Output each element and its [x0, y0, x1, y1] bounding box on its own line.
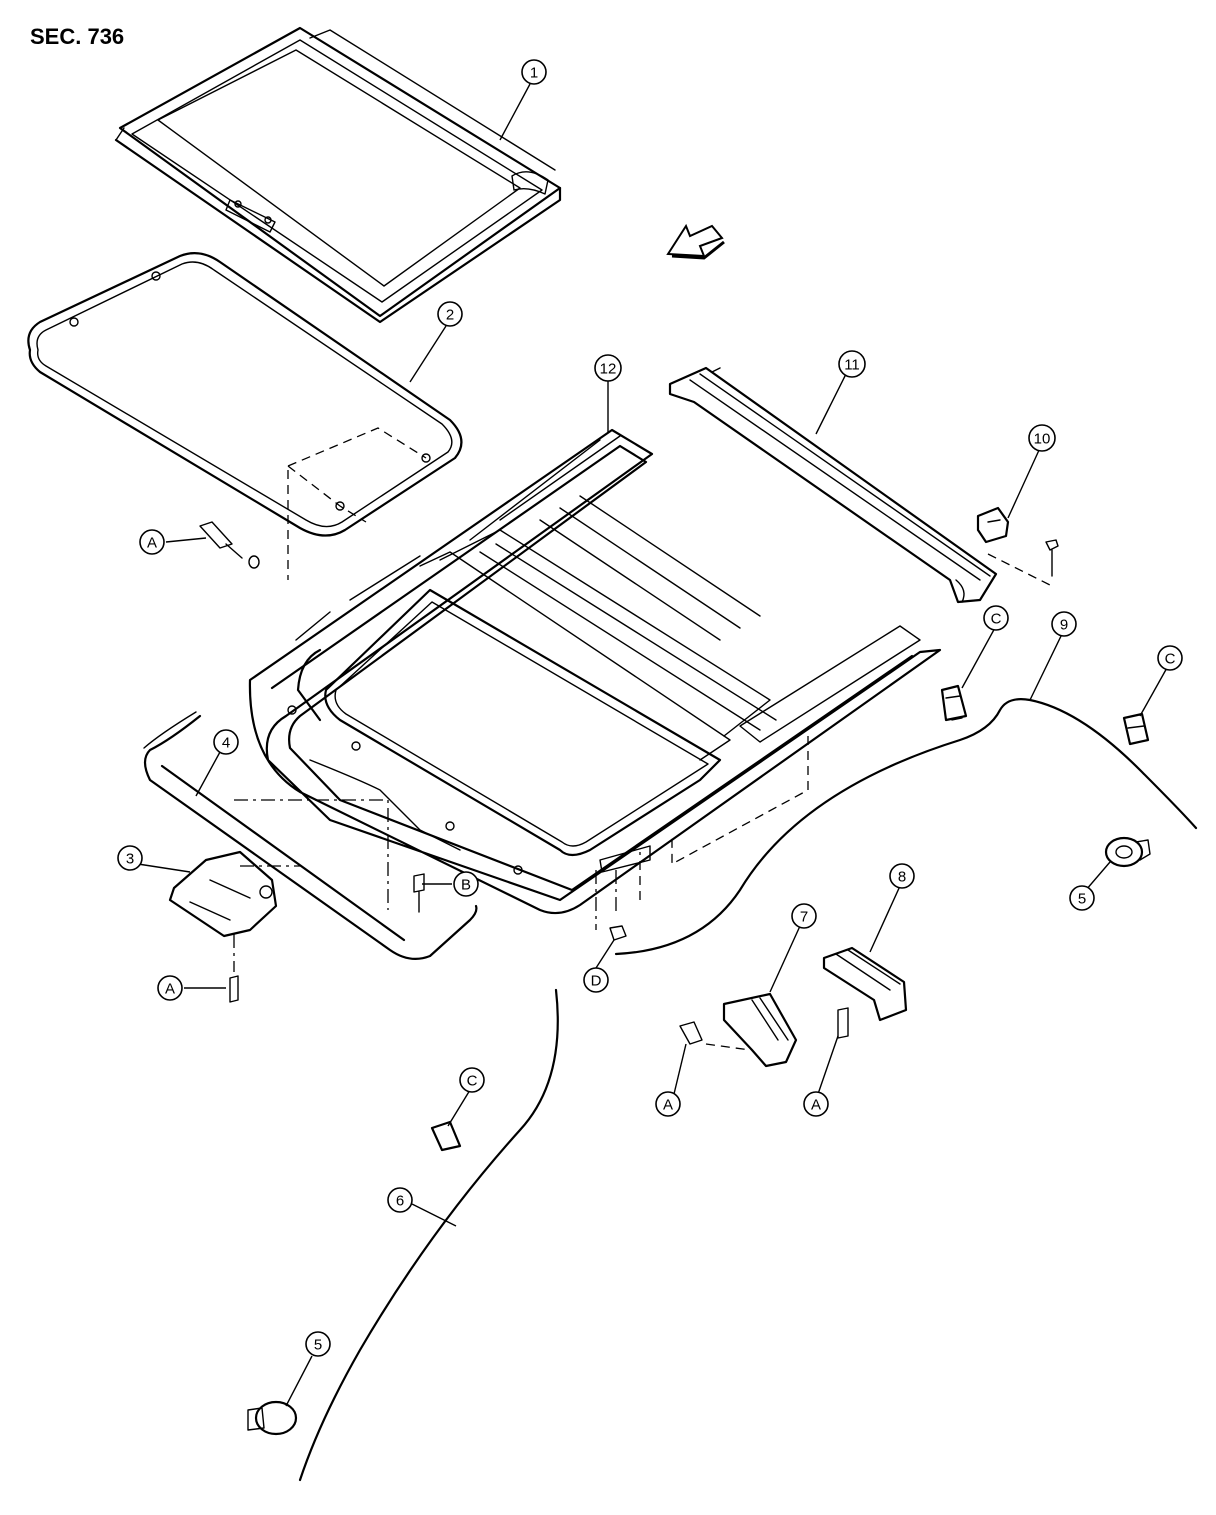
svg-text:A: A: [811, 1097, 821, 1114]
clip-c-lower: [430, 1120, 462, 1152]
svg-text:A: A: [165, 981, 175, 998]
svg-text:A: A: [147, 535, 157, 552]
svg-text:9: 9: [1060, 617, 1068, 634]
clip-c-upper: [940, 684, 968, 722]
screw-b: [413, 873, 425, 913]
svg-text:5: 5: [1078, 891, 1086, 908]
rear-rail: [668, 366, 998, 604]
rear-drain-hose: [614, 698, 1198, 956]
callout-6: 6: [387, 1187, 413, 1213]
screw-a-lower-left: [229, 975, 239, 1003]
callout-4: 4: [213, 729, 239, 755]
callout-1: 1: [521, 59, 547, 85]
callout-a-lower-left: A: [157, 975, 183, 1001]
glass-weatherstrip: [27, 251, 463, 580]
callout-3: 3: [117, 845, 143, 871]
callout-11: 11: [838, 350, 866, 378]
svg-text:B: B: [461, 877, 471, 894]
sunroof-motor: [168, 850, 278, 972]
svg-text:C: C: [991, 611, 1002, 628]
svg-text:D: D: [591, 973, 602, 990]
motor-bracket-rear: [822, 946, 908, 1039]
front-drain-hose: [298, 988, 559, 1482]
callout-b: B: [453, 871, 479, 897]
svg-text:6: 6: [396, 1193, 404, 1210]
svg-text:7: 7: [800, 909, 808, 926]
svg-text:12: 12: [600, 361, 617, 378]
svg-text:11: 11: [844, 357, 860, 374]
callout-d: D: [583, 967, 609, 993]
callout-a-upper: A: [139, 529, 165, 555]
callout-8: 8: [889, 863, 915, 889]
callout-10: 10: [1028, 424, 1056, 452]
nut-d: [609, 925, 627, 941]
svg-text:1: 1: [530, 65, 538, 82]
svg-text:5: 5: [314, 1337, 322, 1354]
rubber-bumper: [976, 506, 1059, 587]
callout-7: 7: [791, 903, 817, 929]
svg-text:A: A: [663, 1097, 673, 1114]
svg-text:8: 8: [898, 869, 906, 886]
callout-9: 9: [1051, 611, 1077, 637]
motor-bracket: [679, 992, 798, 1068]
svg-text:3: 3: [126, 851, 134, 868]
callout-a-bracket-8: A: [803, 1091, 829, 1117]
callout-5-left: 5: [305, 1331, 331, 1357]
clip-c-right: [1122, 712, 1150, 746]
callout-c-upper: C: [983, 605, 1009, 631]
sunroof-frame: [248, 428, 942, 930]
glass-lid-assembly: [114, 26, 562, 324]
svg-text:C: C: [467, 1073, 478, 1090]
drive-cable: [143, 711, 478, 961]
screw-a-upper: [199, 521, 260, 569]
svg-text:C: C: [1165, 651, 1176, 668]
section-label: SEC. 736: [30, 24, 125, 49]
grommet-left: [247, 1400, 298, 1436]
svg-text:2: 2: [446, 307, 454, 324]
svg-text:4: 4: [222, 735, 230, 752]
callout-5-right: 5: [1069, 885, 1095, 911]
callout-c-right: C: [1157, 645, 1183, 671]
callout-12: 12: [594, 354, 622, 382]
callout-2: 2: [437, 301, 463, 327]
front-direction-arrow: [666, 223, 725, 260]
svg-text:10: 10: [1034, 431, 1051, 448]
grommet-right: [1104, 836, 1151, 868]
callout-c-lower: C: [459, 1067, 485, 1093]
callout-a-bracket-7: A: [655, 1091, 681, 1117]
